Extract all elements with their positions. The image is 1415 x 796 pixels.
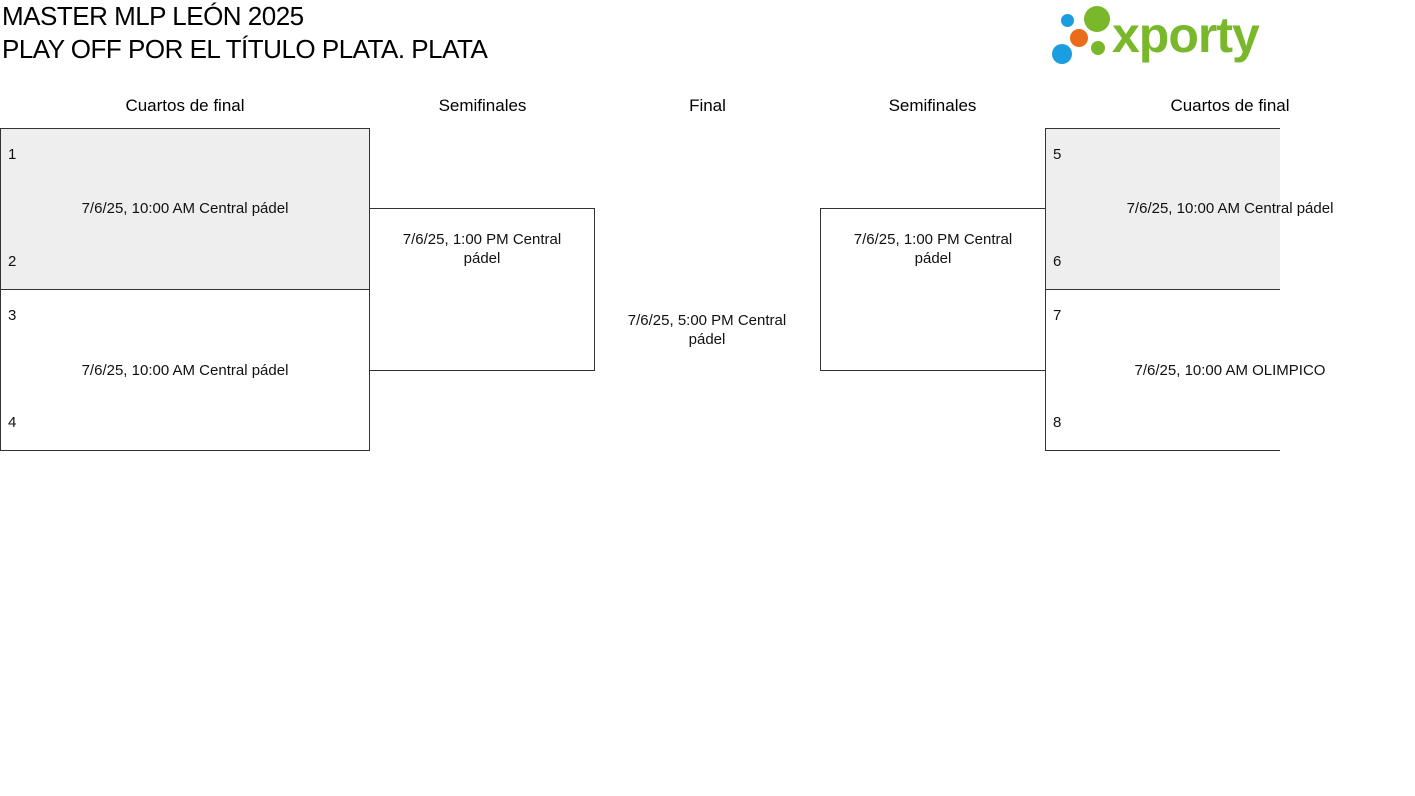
seed-1: 1 — [8, 146, 17, 163]
match-info: 7/6/25, 1:00 PM Central pádel — [853, 231, 1013, 267]
seed-3: 3 — [8, 307, 17, 324]
round-header-right-semifinals: Semifinales — [888, 96, 977, 115]
seed-6: 6 — [1053, 253, 1062, 270]
match-info: 7/6/25, 10:00 AM Central pádel — [81, 200, 289, 217]
logo-dot-green2-icon — [1091, 41, 1105, 55]
logo-wordmark: xporty — [1112, 7, 1260, 63]
match-sf-2[interactable]: 7/6/25, 1:00 PM Central pádel — [820, 208, 1046, 371]
seed-8: 8 — [1053, 414, 1062, 431]
round-header-left-semifinals: Semifinales — [438, 96, 527, 115]
match-info: 7/6/25, 1:00 PM Central pádel — [402, 231, 562, 267]
round-header-final: Final — [689, 96, 726, 115]
logo-dot-green-icon — [1084, 6, 1110, 32]
seed-7: 7 — [1053, 307, 1062, 324]
match-qf-2[interactable]: 3 7/6/25, 10:00 AM Central pádel 4 — [0, 289, 370, 451]
seed-2: 2 — [8, 253, 17, 270]
match-final[interactable]: 7/6/25, 5:00 PM Central pádel — [595, 300, 820, 360]
match-qf-1[interactable]: 1 7/6/25, 10:00 AM Central pádel 2 — [0, 128, 370, 290]
xporty-logo[interactable]: xporty — [1052, 4, 1276, 68]
round-header-left-quarterfinals: Cuartos de final — [125, 96, 245, 115]
logo-dot-blue2-icon — [1052, 44, 1072, 64]
match-info: 7/6/25, 10:00 AM Central pádel — [1126, 200, 1334, 217]
match-qf-4[interactable]: 7 7/6/25, 10:00 AM OLIMPICO 8 — [1045, 289, 1325, 451]
tournament-title: MASTER MLP LEÓN 2025 — [2, 1, 304, 31]
logo-dot-blue-icon — [1061, 14, 1074, 27]
match-info: 7/6/25, 10:00 AM Central pádel — [81, 362, 289, 379]
match-qf-3[interactable]: 5 7/6/25, 10:00 AM Central pádel 6 — [1045, 128, 1333, 290]
match-sf-1[interactable]: 7/6/25, 1:00 PM Central pádel — [369, 208, 595, 371]
logo-dot-orange-icon — [1070, 29, 1088, 47]
seed-5: 5 — [1053, 146, 1062, 163]
bracket-subtitle: PLAY OFF POR EL TÍTULO PLATA. PLATA — [2, 34, 488, 64]
seed-4: 4 — [8, 414, 17, 431]
round-header-right-quarterfinals: Cuartos de final — [1170, 96, 1290, 115]
match-info: 7/6/25, 5:00 PM Central pádel — [627, 312, 787, 348]
match-info: 7/6/25, 10:00 AM OLIMPICO — [1134, 362, 1326, 379]
